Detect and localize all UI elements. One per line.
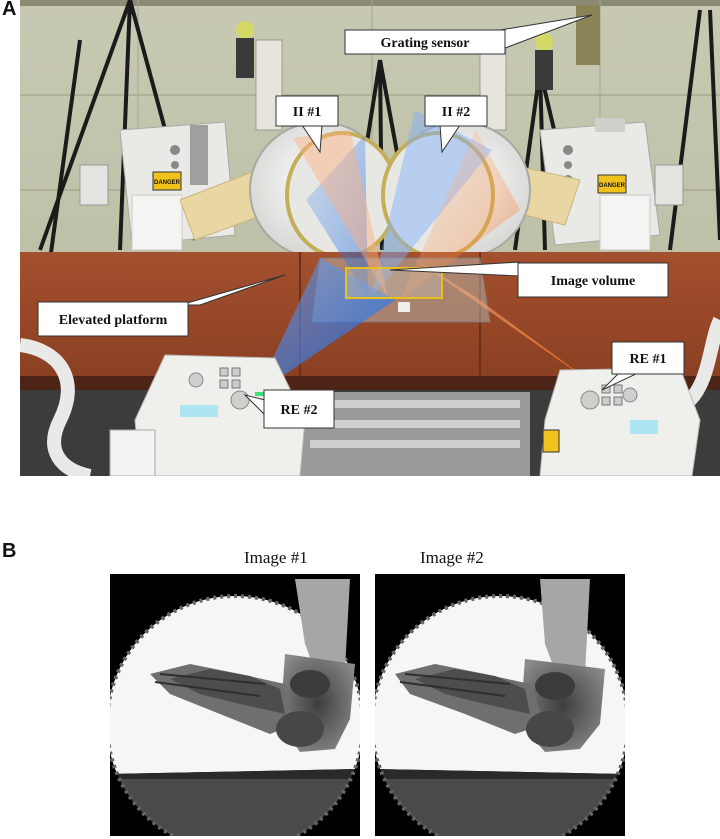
foot-xray-1	[150, 579, 355, 752]
danger-sign-left: DANGER	[154, 180, 181, 186]
callout-text-grating-sensor: Grating sensor	[380, 36, 469, 51]
beam-orange-lower	[413, 258, 602, 390]
callout-elevated-platform: Elevated platform	[37, 274, 286, 337]
beam-blue-lower	[256, 258, 395, 394]
callout-ii2: II #2	[424, 95, 488, 154]
radiation-emitter-2	[109, 354, 306, 476]
panel-b-label: B	[2, 540, 17, 562]
callout-re1: RE #1	[601, 341, 685, 391]
radiation-emitter-1	[539, 367, 701, 476]
callout-text-re1: RE #1	[630, 352, 667, 367]
callout-text-ii2: II #2	[442, 105, 470, 120]
callout-text-image-volume: Image volume	[551, 274, 635, 289]
image-1-label: Image #1	[244, 548, 308, 567]
foot-xray-2	[395, 579, 605, 752]
experimental-setup-photo: DANGER DANGER	[20, 0, 720, 476]
callout-re2: RE #2	[243, 389, 335, 429]
beam-blue-upper	[306, 135, 368, 298]
callout-image-volume: Image volume	[389, 261, 669, 298]
danger-sign-right: DANGER	[599, 183, 626, 189]
image-volume-box	[345, 267, 443, 299]
panel-a-label: A	[2, 0, 17, 20]
callout-text-ii1: II #1	[293, 105, 321, 120]
callout-text-re2: RE #2	[281, 403, 318, 418]
xray-image-2	[375, 574, 625, 836]
callout-grating-sensor: Grating sensor	[344, 14, 593, 55]
callout-text-elevated-platform: Elevated platform	[59, 313, 168, 328]
beam-orange-upper	[293, 130, 388, 298]
image-2-label: Image #2	[420, 548, 484, 567]
callout-ii1: II #1	[275, 95, 339, 154]
xray-image-1	[110, 574, 360, 836]
grating-sensor-device	[576, 5, 600, 65]
